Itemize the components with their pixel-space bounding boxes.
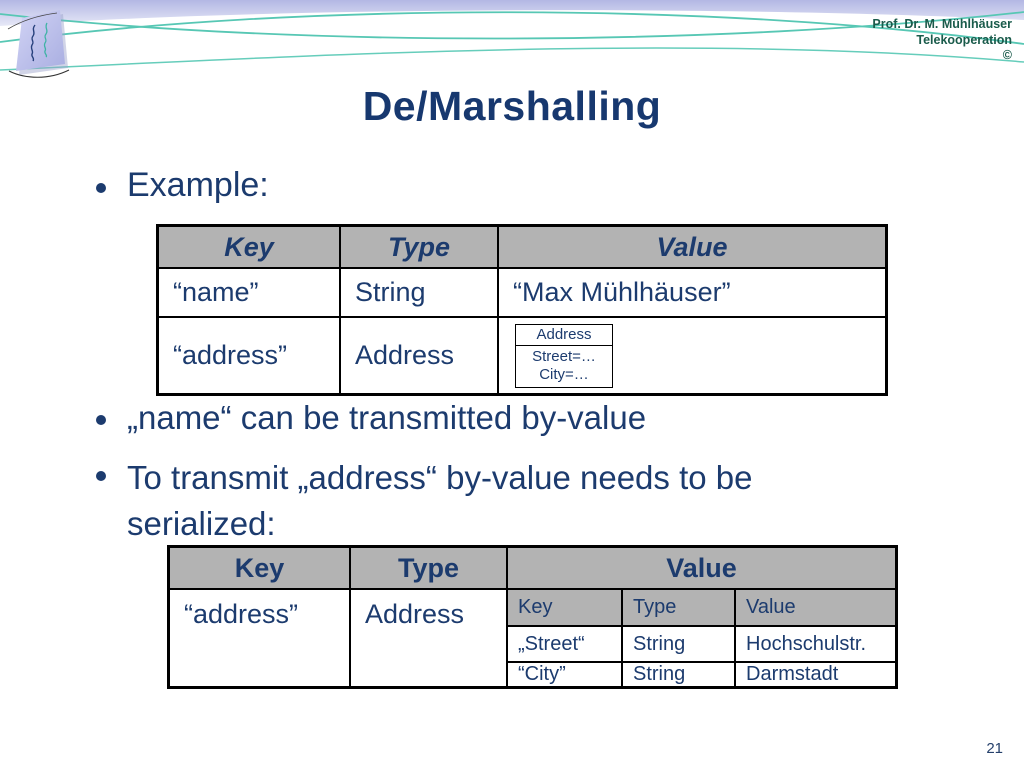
bullet-name-by-value: „name“ can be transmitted by-value — [96, 399, 646, 437]
nested-header-type: Type — [623, 590, 736, 627]
nested-header-key: Key — [508, 590, 623, 627]
table1-cell-address-type: Address — [341, 318, 499, 393]
bullet-transmit-line2: serialized: — [127, 505, 276, 542]
address-box-fields: Street=… City=… — [516, 346, 612, 387]
header-decoration — [0, 0, 1024, 71]
nested-cell-street-key: „Street“ — [508, 627, 623, 663]
telekooperation-logo-icon — [7, 10, 70, 78]
table2-header-key: Key — [170, 548, 351, 590]
bullet-transmit-address-text: To transmit „address“ by-value needs to … — [127, 455, 752, 547]
header-copyright: © — [1002, 48, 1012, 62]
serialized-table: Key Type Value “address” Address Key Typ… — [167, 545, 898, 689]
nested-cell-city-key: “City” — [508, 663, 623, 686]
bullet-example-label: Example: — [127, 166, 269, 204]
nested-cell-city-value: Darmstadt — [746, 663, 839, 685]
bullet-dot-icon — [96, 471, 106, 481]
lavender-band — [0, 0, 1024, 26]
header-group: Telekooperation — [916, 32, 1012, 47]
table1-cell-name-value: “Max Mühlhäuser” — [499, 269, 885, 318]
nested-header-value: Value — [736, 590, 895, 627]
address-box-title: Address — [516, 325, 612, 346]
teal-curve-lower — [0, 47, 1024, 71]
table2-header-type: Type — [351, 548, 508, 590]
table2-header-value: Value — [508, 548, 895, 590]
header-affiliation: Prof. Dr. M. Mühlhäuser Telekooperation … — [872, 17, 1012, 64]
bullet-transmit-address: To transmit „address“ by-value needs to … — [96, 455, 752, 547]
table2-cell-address-value: Key Type Value „Street“ String Hochschul… — [508, 590, 895, 686]
table1-cell-address-key: “address” — [159, 318, 341, 393]
nested-cell-street-type: String — [623, 627, 736, 663]
header-author: Prof. Dr. M. Mühlhäuser — [872, 17, 1012, 31]
table2-cell-address-key: “address” — [170, 590, 351, 686]
nested-address-table: Key Type Value „Street“ String Hochschul… — [508, 590, 895, 686]
table1-cell-name-type: String — [341, 269, 499, 318]
address-box-city: City=… — [539, 365, 589, 383]
bullet-example: Example: — [96, 166, 269, 205]
table1-header-type: Type — [341, 227, 499, 269]
bullet-dot-icon — [96, 183, 106, 193]
table1-cell-name-key: “name” — [159, 269, 341, 318]
page-title: De/Marshalling — [362, 83, 662, 129]
table1-header-value: Value — [499, 227, 885, 269]
nested-cell-street-value: Hochschulstr. — [736, 627, 895, 663]
page-number: 21 — [986, 740, 1003, 757]
table2-cell-address-type: Address — [351, 590, 508, 686]
table1-header-key: Key — [159, 227, 341, 269]
nested-cell-city-type: String — [623, 663, 736, 686]
bullet-name-by-value-label: „name“ can be transmitted by-value — [127, 399, 647, 436]
table1-cell-address-value: Address Street=… City=… — [499, 318, 885, 393]
bullet-transmit-line1: To transmit „address“ by-value needs to … — [127, 459, 753, 496]
example-table: Key Type Value “name” String “Max Mühlhä… — [156, 224, 888, 396]
teal-curve-cross — [0, 11, 1024, 40]
bullet-dot-icon — [96, 415, 106, 425]
address-object-box: Address Street=… City=… — [515, 323, 613, 388]
address-box-street: Street=… — [532, 347, 596, 365]
